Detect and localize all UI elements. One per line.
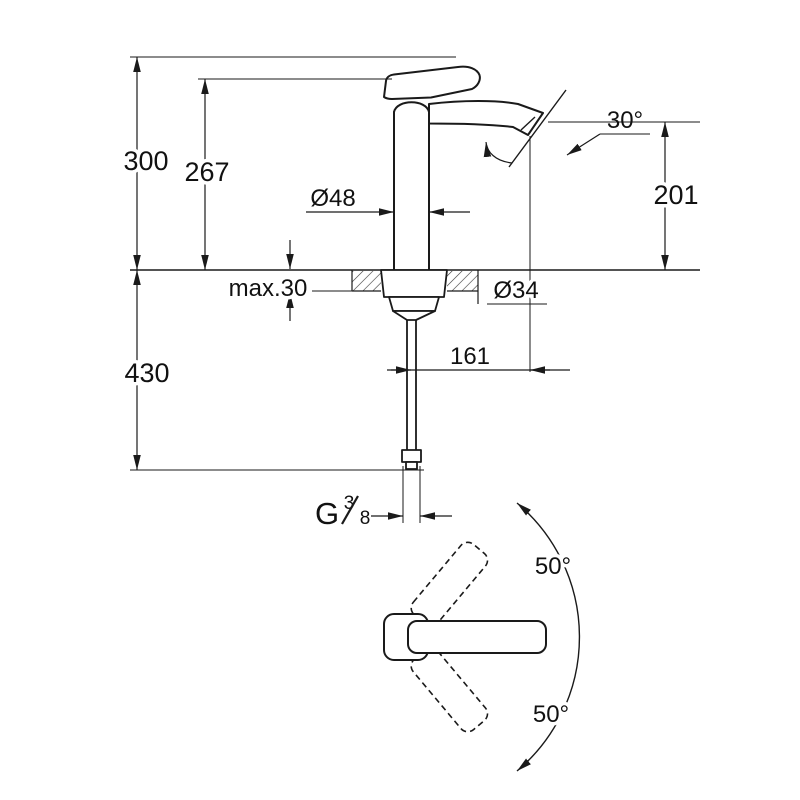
dim-spout-reach-label: 161 [450, 343, 490, 370]
dim-handle-angle-upper-label: 50° [535, 553, 571, 580]
faucet-side-view [383, 65, 544, 271]
swivel-arrow [483, 141, 513, 164]
thread-numerator-label: 3 [344, 493, 355, 514]
hose-fitting [401, 449, 422, 463]
dim-spout-reach: 161 [387, 343, 570, 374]
dim-hole-diameter-label: Ø34 [493, 277, 538, 304]
counter-hatch-left [352, 271, 381, 291]
thread-denominator-label: 8 [360, 508, 371, 529]
handle-lever [383, 65, 481, 100]
handle-lever-topview [407, 620, 547, 654]
dim-outlet-height-label: 201 [653, 180, 698, 210]
thread-prefix-label: G [315, 496, 339, 531]
dim-spout-angle: 30° [483, 89, 650, 168]
dim-hole-diameter: Ø34 [487, 274, 547, 308]
dim-supply-length-label: 430 [124, 358, 169, 388]
counter-hatch-right [447, 271, 478, 291]
leader-line [566, 133, 601, 156]
dim-thread-size: G 3 8 [315, 466, 452, 531]
mounting-shank [380, 269, 448, 298]
dim-height-without-handle-label: 267 [184, 157, 229, 187]
dim-supply-length: 430 [121, 270, 424, 471]
hose-stub [405, 461, 418, 470]
dim-body-diameter-label: Ø48 [310, 185, 355, 212]
dim-spout-angle-label: 30° [607, 107, 643, 134]
dim-max-mounting-thickness: max.30 [225, 240, 311, 321]
thread-fraction-slash [341, 495, 359, 525]
dim-outlet-height: 201 [548, 121, 702, 270]
under-counter-assembly [380, 269, 448, 470]
cartridge-dome [393, 101, 430, 113]
dim-overall-height: 300 [120, 56, 456, 270]
spout [428, 100, 544, 136]
mounting-nut [388, 296, 440, 312]
angle-reference-line [508, 89, 567, 168]
dim-body-diameter: Ø48 [306, 185, 470, 216]
dim-height-without-handle: 267 [181, 78, 392, 270]
dim-max-mounting-thickness-label: max.30 [229, 275, 308, 302]
handle-top-view: 50° 50° [383, 502, 581, 772]
dim-handle-angle-lower-label: 50° [533, 701, 569, 728]
swing-arc [516, 502, 581, 772]
mounting-surface [130, 269, 700, 304]
shank-reducer [392, 310, 436, 321]
aerator-line [520, 116, 536, 131]
dim-overall-height-label: 300 [123, 146, 168, 176]
